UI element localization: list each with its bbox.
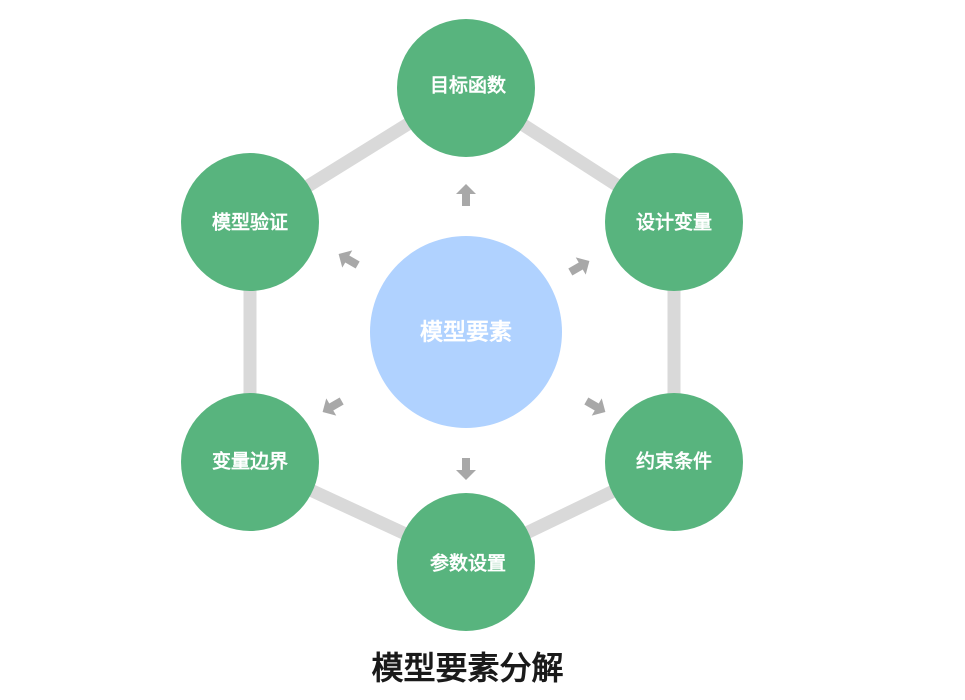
- node-objective: 目标函数: [397, 19, 535, 157]
- arrow-to-objective: [456, 184, 476, 206]
- node-validation-label: 模型验证: [212, 211, 288, 234]
- node-variables: 设计变量: [605, 153, 743, 291]
- node-bounds: 变量边界: [181, 393, 319, 531]
- arrow-to-parameters: [456, 458, 476, 480]
- node-constraints: 约束条件: [605, 393, 743, 531]
- node-parameters-label: 参数设置: [430, 552, 506, 575]
- node-parameters: 参数设置: [397, 493, 535, 631]
- node-objective-label: 目标函数: [430, 74, 507, 97]
- node-variables-label: 设计变量: [636, 211, 712, 234]
- arrow-to-variables: [568, 257, 590, 276]
- center-circle: [370, 236, 562, 428]
- arrow-to-bounds: [322, 397, 344, 416]
- node-bounds-label: 变量边界: [212, 450, 288, 473]
- hexagon-diagram: 模型要素 目标函数 设计变量 约束条件 参数设置 变量边界 模型验证: [181, 19, 743, 631]
- node-validation: 模型验证: [181, 153, 319, 291]
- center-label: 模型要素: [420, 319, 512, 346]
- arrow-to-validation: [338, 250, 360, 269]
- node-constraints-label: 约束条件: [636, 450, 712, 473]
- diagram-caption: 模型要素分解: [371, 649, 564, 687]
- arrow-to-constraints: [584, 397, 606, 416]
